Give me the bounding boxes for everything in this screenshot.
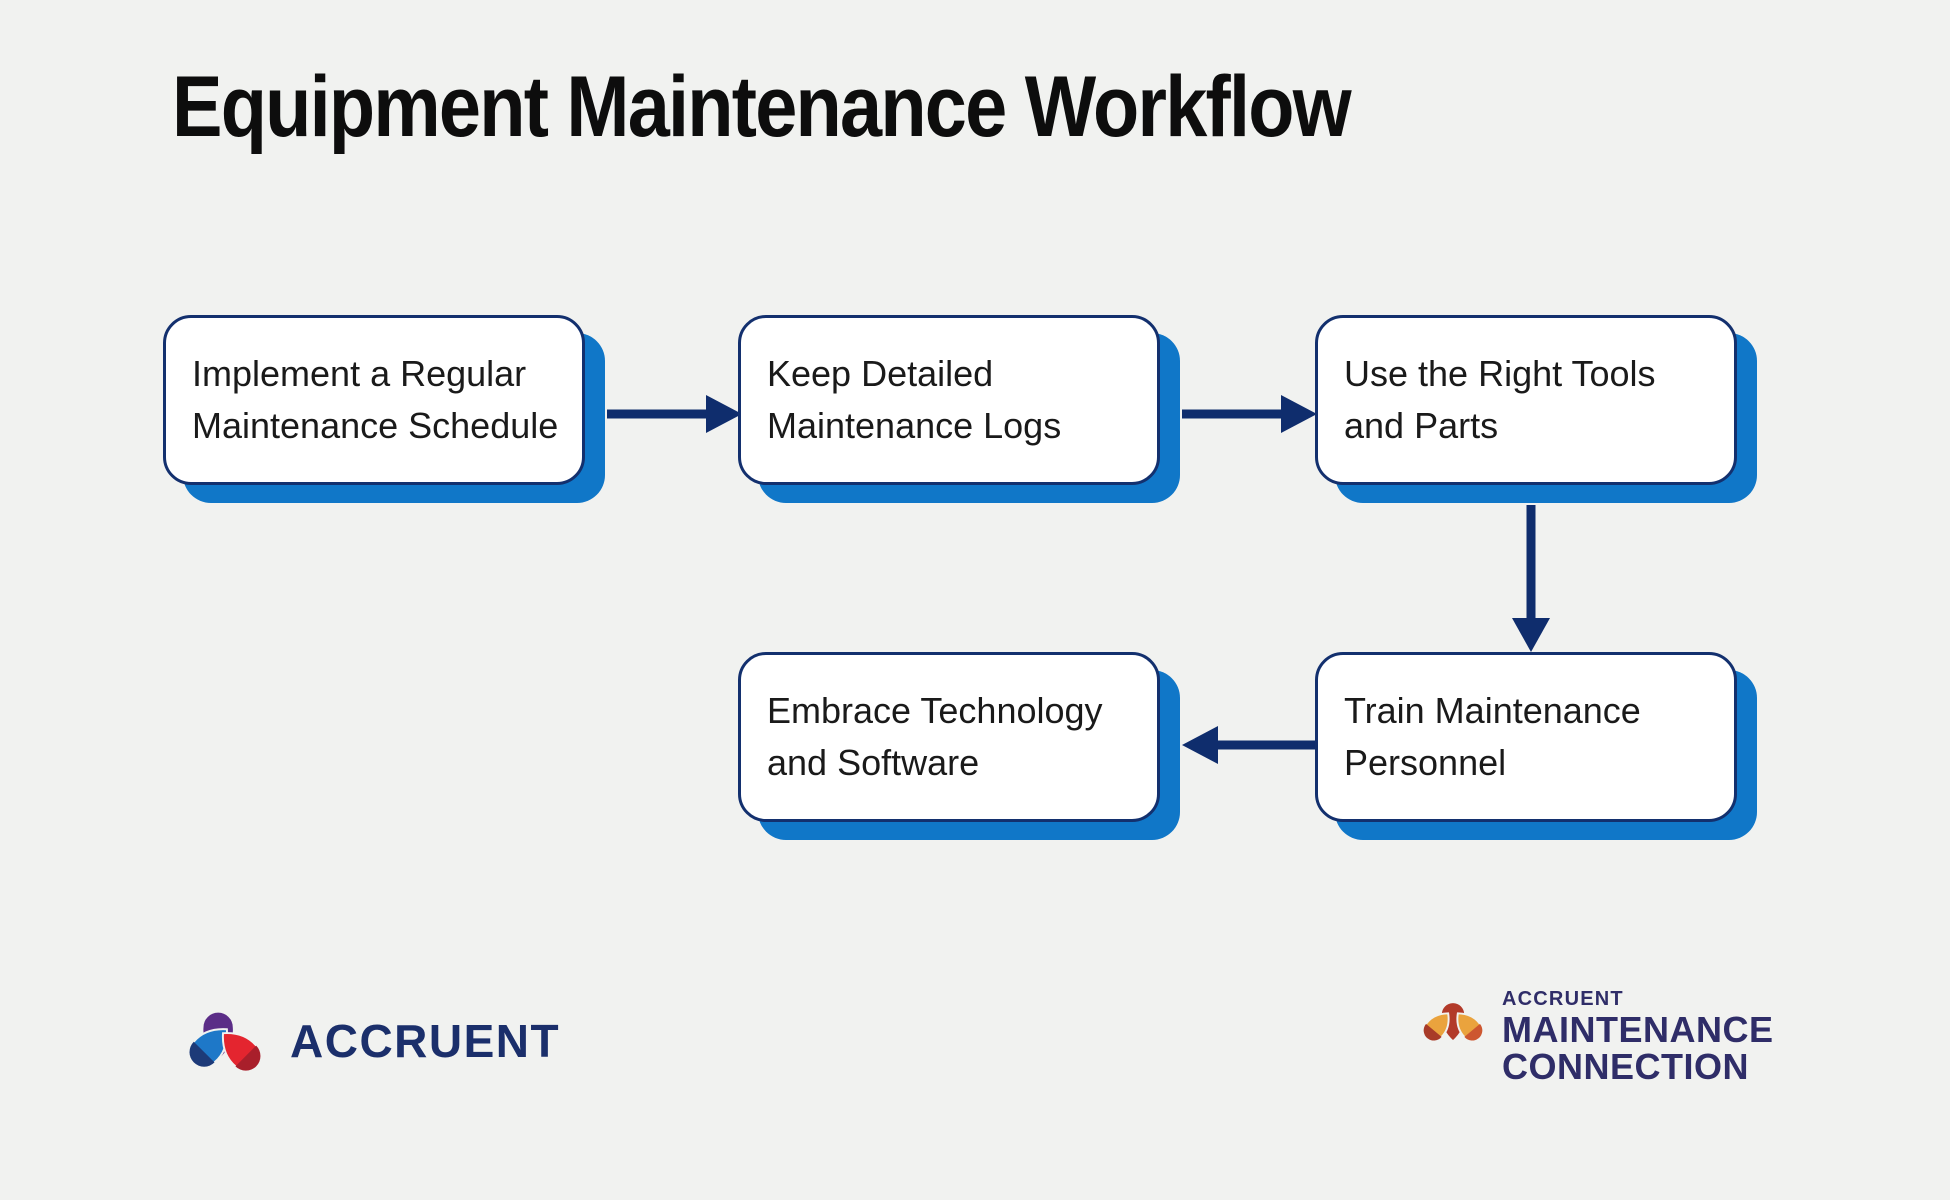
arrow-step2-to-step3 bbox=[1182, 395, 1317, 433]
step-text-line: Use the Right Tools bbox=[1344, 353, 1656, 394]
step-box-technology-software: Embrace Technology and Software bbox=[738, 652, 1160, 822]
step-box-train-personnel: Train Maintenance Personnel bbox=[1315, 652, 1737, 822]
step-text-line: Embrace Technology bbox=[767, 690, 1103, 731]
step-text-line: Maintenance Schedule bbox=[192, 405, 559, 446]
step-text-line: Maintenance Logs bbox=[767, 405, 1062, 446]
accruent-wordmark: ACCRUENT bbox=[290, 1015, 561, 1067]
mc-wordmark-maintenance: MAINTENANCE bbox=[1502, 1009, 1774, 1050]
step-box-maintenance-logs: Keep Detailed Maintenance Logs bbox=[738, 315, 1160, 485]
arrow-step4-to-step5 bbox=[1182, 726, 1315, 764]
mc-wordmark-accruent: ACCRUENT bbox=[1502, 988, 1624, 1010]
step-text-line: and Software bbox=[767, 742, 980, 783]
arrow-step1-to-step2 bbox=[607, 395, 742, 433]
arrow-step3-to-step4 bbox=[1512, 505, 1550, 652]
maintenance-connection-logo: ACCRUENT MAINTENANCE CONNECTION bbox=[1422, 988, 1774, 1085]
step-text-line: Train Maintenance bbox=[1344, 690, 1641, 731]
step-text-line: Personnel bbox=[1344, 742, 1507, 783]
step-box-maintenance-schedule: Implement a Regular Maintenance Schedule bbox=[163, 315, 585, 485]
mc-wordmark-connection: CONNECTION bbox=[1502, 1046, 1749, 1087]
page-title: Equipment Maintenance Workflow bbox=[172, 59, 1352, 155]
step-text-line: and Parts bbox=[1344, 405, 1499, 446]
accruent-logo: ACCRUENT bbox=[182, 1000, 560, 1082]
step-box-right-tools-parts: Use the Right Tools and Parts bbox=[1315, 315, 1737, 485]
accruent-logo-icon bbox=[188, 1010, 262, 1072]
step-text-line: Keep Detailed bbox=[767, 353, 994, 394]
step-text-line: Implement a Regular bbox=[192, 353, 527, 394]
maintenance-connection-wordmark: ACCRUENT MAINTENANCE CONNECTION bbox=[1502, 988, 1774, 1085]
maintenance-connection-logo-icon bbox=[1422, 1001, 1484, 1043]
